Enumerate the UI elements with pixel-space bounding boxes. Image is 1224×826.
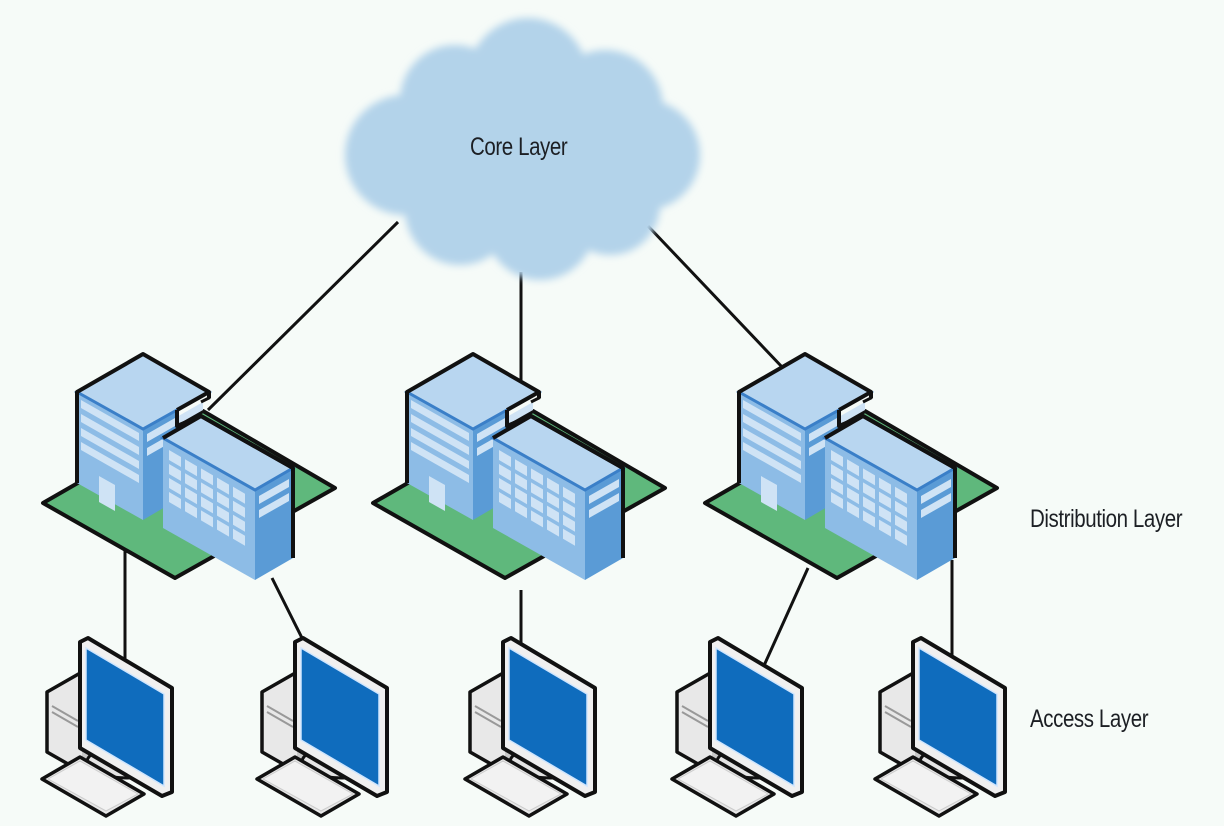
access-computer-3-icon (463, 636, 597, 818)
core-cloud (345, 18, 700, 280)
link-core-cloud-to-distribution-building-1 (206, 220, 400, 412)
distribution-building-2-icon (371, 352, 667, 582)
distribution-layer-label: Distribution Layer (1030, 505, 1183, 533)
core-layer-label: Core Layer (470, 133, 568, 161)
links-layer (123, 220, 954, 671)
distribution-building-3-icon (703, 352, 999, 582)
link-core-cloud-to-distribution-building-3 (646, 224, 785, 370)
access-computer-2-icon (255, 636, 389, 818)
link-distribution-building-3-to-access-computer-4 (760, 567, 810, 671)
distribution-building-1-icon (41, 352, 337, 582)
access-computer-5-icon (873, 636, 1007, 818)
access-computer-1-icon (40, 636, 174, 818)
access-computer-4-icon (670, 636, 804, 818)
access-layer-label: Access Layer (1030, 705, 1149, 733)
distribution-layer-nodes (41, 352, 999, 582)
access-layer-nodes (40, 636, 1007, 818)
